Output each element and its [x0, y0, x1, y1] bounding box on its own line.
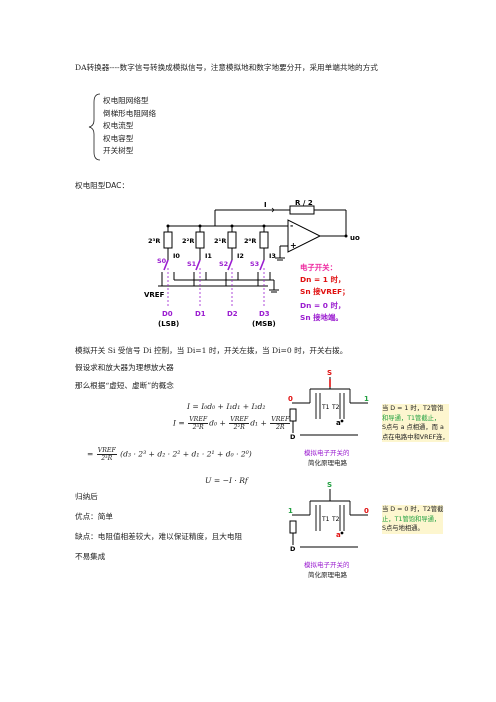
summary-title: 归纳后: [75, 492, 98, 501]
svg-text:T2: T2: [331, 404, 340, 411]
weighted-resistor-dac-circuit: R / 2 I - + uo 2³R I0 S0 2²R I1 S1 2¹R I…: [144, 199, 360, 328]
svg-text:T1: T1: [321, 404, 330, 411]
svg-text:a: a: [336, 419, 341, 427]
svg-text:Sn 接地端。: Sn 接地端。: [300, 313, 343, 322]
feedback-resistor-label: R / 2: [295, 199, 313, 207]
svg-text:模拟电子开关的: 模拟电子开关的: [304, 448, 350, 457]
bit-label: D1: [195, 310, 206, 318]
dac-type-item: 开关树型: [103, 146, 134, 155]
svg-text:T1: T1: [321, 516, 330, 523]
svg-text:-: -: [290, 221, 293, 230]
svg-text:0: 0: [288, 395, 293, 403]
resistor-label: 2⁰R: [244, 237, 256, 245]
resistor-label: 2³R: [148, 237, 160, 245]
cons-text: 缺点：电阻值相差较大，难以保证精度，且大电阻: [75, 532, 243, 541]
svg-text:+: +: [290, 241, 297, 250]
analog-switch-circuit-d0: S 1 0 T1 T2 a D 模拟电子开关的 简化原理电路: [288, 481, 369, 579]
resistor-column-3: 2⁰R I3 S3: [244, 224, 276, 268]
switch-label: S0: [157, 257, 167, 265]
virtual-short-text: 那么根据“虚短、虚断”的概念: [75, 381, 174, 390]
dac-type-item: 权电容型: [103, 133, 134, 143]
svg-text:电子开关：: 电子开关：: [300, 263, 337, 272]
intro-text: DA转换器----数字信号转换成模拟信号，注意模拟地和数字地要分开，采用单端共地…: [75, 63, 378, 72]
msb-label: (MSB): [252, 320, 276, 328]
cons-text-continued: 不易集成: [75, 552, 106, 561]
current-label: I3: [269, 252, 276, 260]
svg-text:简化原理电路: 简化原理电路: [308, 570, 348, 579]
current-label: I1: [205, 252, 212, 260]
switch-label: S3: [250, 260, 259, 268]
svg-text:Dn = 1 时，: Dn = 1 时，: [300, 275, 345, 284]
analog-switch-circuit-d1: S 0 1 T1 T2 a D 模拟电子开关的 简化原理电路: [288, 369, 369, 467]
op-amp: [287, 219, 322, 253]
resistor-label: 2¹R: [214, 237, 226, 245]
output-label: uo: [350, 234, 360, 242]
switch-annotation: 电子开关： Dn = 1 时， Sn 接VREF； Dn = 0 时， Sn 接…: [300, 263, 349, 322]
dac-type-item: 倒梯形电阻网络: [103, 108, 157, 118]
svg-text:Sn 接VREF；: Sn 接VREF；: [300, 287, 349, 297]
resistor-column-2: 2¹R I2 S2: [214, 224, 244, 268]
lsb-label: (LSB): [158, 320, 179, 328]
vref-label: VREF: [144, 291, 165, 299]
resistor-column-0: 2³R I0 S0: [148, 224, 180, 265]
bit-label: D0: [162, 310, 173, 318]
svg-text:S: S: [327, 481, 332, 489]
feedback-resistor: [289, 205, 315, 215]
pros-text: 优点：简单: [75, 512, 113, 521]
curly-bracket: [88, 93, 101, 161]
switch-label: S1: [187, 260, 197, 268]
svg-text:模拟电子开关的: 模拟电子开关的: [304, 560, 350, 569]
switch-control-text: 模拟开关 Si 受信号 Di 控制，当 Di=1 时，开关左拨，当 Di=0 时…: [75, 346, 348, 355]
svg-text:D: D: [290, 433, 296, 441]
equation-output-voltage: U = −I · Rf: [205, 476, 248, 485]
switch-label: S2: [219, 260, 228, 268]
svg-text:D: D: [290, 545, 296, 553]
current-i-label: I: [264, 201, 267, 209]
svg-text:S: S: [327, 369, 332, 377]
current-label: I2: [237, 252, 244, 260]
dac-type-list: 权电阻网络型 倒梯形电阻网络 权电流型 权电容型 开关树型: [103, 95, 156, 158]
dac-type-item: 权电阻网络型: [103, 96, 149, 105]
bit-label: D2: [227, 310, 238, 318]
svg-text:1: 1: [288, 507, 293, 515]
dac-type-item: 权电流型: [103, 121, 134, 130]
bit-label: D3: [259, 310, 270, 318]
svg-text:T2: T2: [331, 516, 340, 523]
svg-text:1: 1: [364, 395, 369, 403]
svg-text:简化原理电路: 简化原理电路: [308, 458, 348, 467]
switch2-note: 当 D = 0 时，T2管截 止，T1管饱和导通， S点与地相通。: [382, 505, 444, 534]
svg-text:0: 0: [364, 507, 369, 515]
section-title: 权电阻型DAC：: [75, 181, 130, 190]
svg-text:Dn = 0 时，: Dn = 0 时，: [300, 301, 345, 310]
switch1-note: 当 D = 1 时，T2管饱 和导通，T1管截止， S点与 a 点相通，而 a …: [382, 404, 449, 442]
svg-text:a: a: [336, 531, 341, 539]
current-label: I0: [173, 252, 180, 260]
resistor-column-1: 2²R I1 S1: [182, 224, 212, 268]
resistor-label: 2²R: [182, 237, 194, 245]
ideal-amp-text: 假设求和放大器为理想放大器: [75, 363, 174, 372]
equation-current-sum: I = I₀d₀ + I₁d₁ + I₂d₂: [187, 402, 266, 411]
